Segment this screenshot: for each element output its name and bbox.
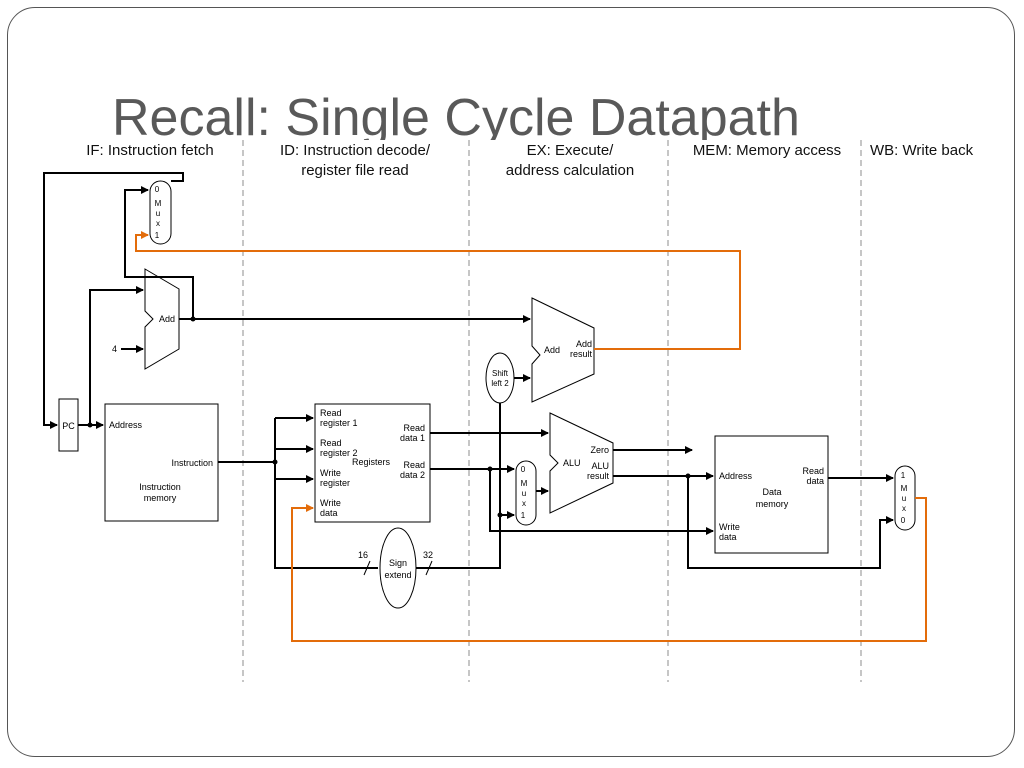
stage-label-wb: WB: Write back [870, 142, 974, 159]
stage-label-ex-line1: EX: Execute/ [526, 142, 614, 159]
alu-mux-1: 1 [521, 511, 526, 520]
junction-aluresult [685, 473, 691, 479]
stage-label-if: IF: Instruction fetch [86, 142, 214, 159]
junction-instr [272, 459, 278, 465]
alu-mux-x: x [522, 499, 526, 508]
imem-name-line2: memory [144, 493, 177, 503]
dmem-write-data1: Write [719, 522, 740, 532]
pc-mux-1: 1 [155, 231, 160, 240]
stage-dividers [242, 140, 862, 682]
reg-read-data1-b: data 1 [400, 433, 425, 443]
shift-left-2: Shift left 2 [485, 352, 515, 404]
reg-read-data2-b: data 2 [400, 470, 425, 480]
reg-read-register2-b: register 2 [320, 448, 358, 458]
instruction-memory: Address Instruction Instruction memory [104, 403, 219, 522]
wb-mux-m: M [901, 484, 908, 493]
constant-four: 4 [112, 344, 117, 354]
width-32-label: 32 [423, 550, 433, 560]
pc-label: PC [62, 421, 75, 431]
shift-line2: left 2 [491, 379, 509, 388]
sign-extend: Sign extend [379, 527, 417, 609]
reg-write-data-a: Write [320, 498, 341, 508]
reg-name: Registers [352, 457, 391, 467]
pc-mux: 0 M u x 1 [149, 180, 172, 245]
stage-label-id-line2: register file read [301, 162, 409, 179]
wire-pcadd-to-pcmux [124, 186, 194, 319]
reg-read-register1-b: register 1 [320, 418, 358, 428]
junction-pc [87, 422, 93, 428]
pc-mux-x: x [156, 219, 160, 228]
reg-read-register2-a: Read [320, 438, 342, 448]
junction-pcadd [190, 316, 196, 322]
stage-label-ex: EX: Execute/ address calculation [475, 141, 665, 181]
wire-pc-to-adder [89, 286, 144, 425]
branch-adder-in-label: Add [544, 345, 560, 355]
feedback-wires [135, 231, 927, 642]
imem-instruction-port: Instruction [171, 458, 213, 468]
stage-label-id: ID: Instruction decode/ register file re… [250, 141, 460, 181]
alu-label: ALU [563, 458, 581, 468]
bus-width-marks [363, 560, 433, 576]
stage-label-id-line1: ID: Instruction decode/ [279, 142, 431, 159]
pc-register: PC [58, 398, 79, 452]
register-file: Read register 1 Read register 2 Write re… [314, 403, 431, 523]
wb-mux-x: x [902, 504, 906, 513]
dmem-name-line2: memory [756, 499, 789, 509]
shift-line1: Shift [492, 369, 509, 378]
stage-label-mem: MEM: Memory access [692, 142, 842, 159]
dmem-address-port: Address [719, 471, 753, 481]
wire-readdata2-to-dmem [489, 469, 714, 535]
sign-extend-line2: extend [384, 570, 411, 580]
alu-mux: 0 M u x 1 [515, 460, 537, 526]
wire-writeback-feedback [291, 497, 927, 642]
reg-read-register1-a: Read [320, 408, 342, 418]
wire-sign-extend-out [416, 403, 501, 569]
pc-mux-0: 0 [155, 185, 160, 194]
data-memory: Address Read data Data memory Write data [714, 435, 829, 554]
dmem-write-data2: data [719, 532, 737, 542]
wb-mux-u: u [902, 494, 906, 503]
wire-branch-feedback [135, 231, 741, 350]
alu-result-line1: ALU [591, 461, 609, 471]
sign-extend-line1: Sign [389, 558, 407, 568]
wb-mux-0: 0 [901, 516, 906, 525]
wire-pcmux-to-pc [43, 172, 184, 429]
reg-read-data1-a: Read [403, 423, 425, 433]
pc-mux-m: M [155, 199, 162, 208]
pc-mux-u: u [156, 209, 160, 218]
alu-result-line2: result [587, 471, 610, 481]
reg-write-data-b: data [320, 508, 338, 518]
reg-write-register-a: Write [320, 468, 341, 478]
alu-mux-m: M [521, 479, 528, 488]
dmem-read-data1: Read [802, 466, 824, 476]
branch-adder: Add Add result [531, 297, 595, 403]
wire-instr-bus [274, 418, 360, 569]
pc-adder-label: Add [159, 314, 175, 324]
reg-read-data2-a: Read [403, 460, 425, 470]
alu: ALU Zero ALU result [549, 412, 614, 514]
wire-junctions [87, 316, 691, 518]
writeback-mux: 1 M u x 0 [894, 465, 916, 531]
alu-mux-u: u [522, 489, 526, 498]
width-16-label: 16 [358, 550, 368, 560]
alu-zero-port: Zero [590, 445, 609, 455]
branch-adder-out1: Add [576, 339, 592, 349]
dmem-name-line1: Data [762, 487, 781, 497]
wb-mux-1: 1 [901, 471, 906, 480]
wire-aluresult-to-wbmux [687, 476, 894, 569]
slash-16 [363, 560, 371, 576]
pc-adder: Add [144, 268, 180, 370]
junction-signext [497, 512, 503, 518]
imem-address-port: Address [109, 420, 143, 430]
stage-label-ex-line2: address calculation [505, 162, 635, 179]
slash-32 [425, 560, 433, 576]
slide-title: Recall: Single Cycle Datapath [112, 89, 800, 140]
dmem-read-data2: data [806, 476, 824, 486]
branch-adder-out2: result [570, 349, 593, 359]
alu-mux-0: 0 [521, 465, 526, 474]
reg-write-register-b: register [320, 478, 350, 488]
junction-readdata2 [487, 466, 493, 472]
imem-name-line1: Instruction [139, 482, 181, 492]
